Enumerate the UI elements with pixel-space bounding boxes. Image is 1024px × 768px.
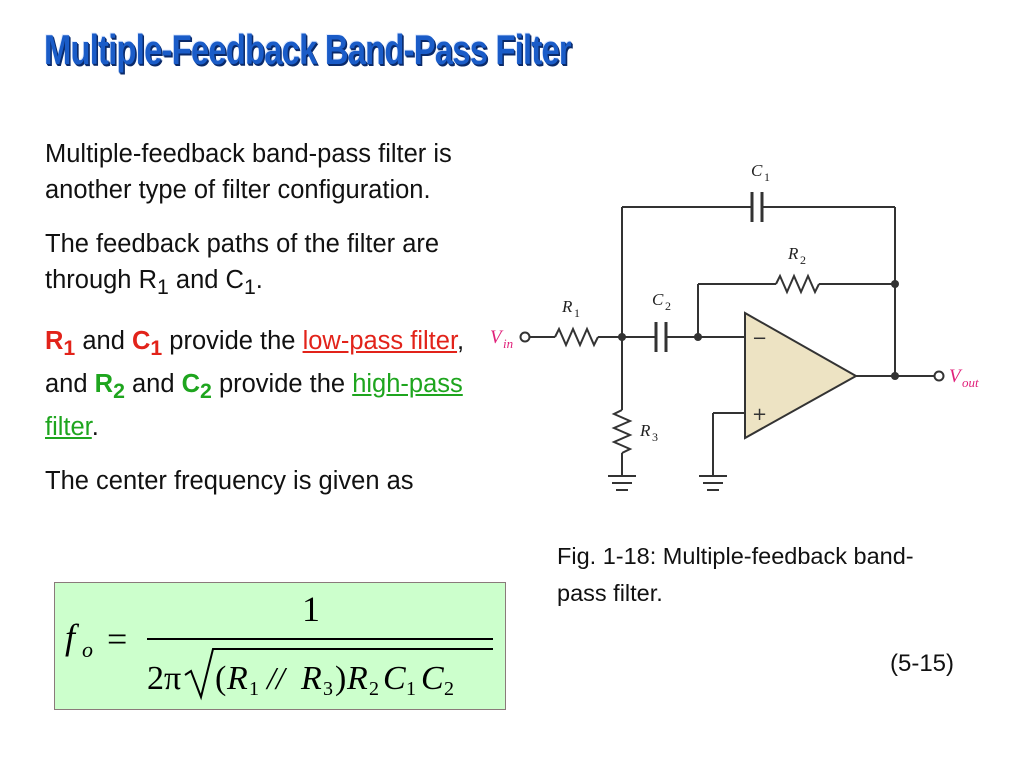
junction-dot (618, 333, 626, 341)
formula-c1-sub: 1 (406, 678, 416, 700)
subscript: 2 (113, 379, 125, 404)
label-r2: R (787, 244, 799, 263)
text-fragment: . (91, 413, 99, 442)
text-fragment: and (124, 370, 182, 399)
formula-r1-sub: 1 (249, 678, 259, 700)
label-vin-sub: in (503, 336, 513, 351)
junction-dot (694, 333, 702, 341)
resistor-r2 (775, 273, 820, 295)
body-text: Multiple-feedback band-pass filter is an… (45, 136, 465, 517)
r2-highlight: R2 (94, 370, 125, 403)
opamp-plus-sign: + (752, 404, 767, 425)
text-fragment: provide the (162, 327, 303, 356)
formula-c1: C (383, 660, 406, 697)
band-pass-filter-schematic: C 1 R 2 C 2 R 1 R 3 V in V out − + (490, 161, 979, 491)
text-fragment: provide the (211, 370, 353, 399)
formula-r2: R (346, 660, 368, 697)
label-c2-sub: 2 (665, 299, 671, 313)
subscript: 2 (200, 379, 212, 404)
slide-title: Multiple-Feedback Band-Pass Filter (44, 26, 572, 73)
formula-box: f o = 1 2π ( R 1 // R 3 ) R 2 C 1 C 2 (54, 582, 506, 710)
r2-letter: R (94, 370, 114, 399)
opamp-minus-sign: − (752, 328, 767, 349)
junction-dot (891, 280, 899, 288)
text-fragment: The feedback paths of the filter are thr… (45, 230, 440, 294)
c2-highlight: C2 (181, 370, 212, 403)
high-pass-filter-term: high-pass filter (45, 370, 463, 442)
label-r1: R (561, 297, 573, 316)
figure-caption: Fig. 1-18: Multiple-feedback band-pass f… (557, 543, 914, 606)
formula-f: f (65, 617, 80, 657)
c1-letter: C (131, 327, 151, 356)
close-paren: ) (335, 660, 346, 697)
low-pass-filter-term: low-pass filter (302, 327, 458, 356)
subscript: 1 (157, 275, 169, 300)
c2-letter: C (181, 370, 201, 399)
formula-equals: = (107, 619, 127, 659)
r1-highlight: R1 (45, 327, 75, 360)
c1-highlight: C1 (131, 327, 162, 360)
vout-terminal (933, 370, 945, 382)
open-paren: ( (215, 660, 226, 697)
paragraph-intro: Multiple-feedback band-pass filter is an… (45, 140, 452, 204)
label-r2-sub: 2 (800, 253, 806, 267)
subscript: 1 (243, 275, 256, 300)
label-vout: V (949, 366, 963, 387)
label-vin: V (490, 327, 504, 348)
subscript: 1 (150, 336, 163, 361)
equation-number: (5-15) (890, 650, 955, 677)
subscript: 1 (63, 336, 76, 361)
formula-r2-sub: 2 (369, 678, 379, 700)
text-fragment: , and (45, 327, 465, 399)
text-fragment: and C (168, 266, 244, 294)
label-r1-sub: 1 (574, 306, 580, 320)
formula-two-pi: 2π (147, 660, 181, 697)
r1-letter: R (45, 327, 64, 356)
formula-r3-sub: 3 (323, 678, 333, 700)
formula-c2: C (421, 660, 444, 697)
label-r3: R (639, 421, 651, 440)
resistor-r3 (611, 409, 633, 454)
label-c1: C (751, 161, 763, 180)
formula-r1: R (226, 660, 248, 697)
center-frequency-formula: f o = 1 2π ( R 1 // R 3 ) R 2 C 1 C 2 (65, 589, 493, 701)
paragraph-center-frequency: The center frequency is given as (45, 467, 414, 496)
junction-dot (891, 372, 899, 380)
op-amp (744, 311, 859, 440)
paragraph-filter-roles: R1 and C1 provide the low-pass filter, a… (45, 323, 465, 445)
resistor-r1 (554, 326, 599, 348)
vin-terminal (519, 331, 531, 343)
formula-numerator: 1 (302, 589, 320, 629)
label-c1-sub: 1 (764, 170, 770, 184)
paragraph-feedback-paths: The feedback paths of the filter are thr… (45, 226, 465, 305)
radical-sign (184, 648, 493, 701)
label-r3-sub: 3 (652, 430, 658, 444)
circuit-diagram: C 1 R 2 C 2 R 1 R 3 V in V out − + (480, 150, 1000, 515)
text-fragment: . (255, 266, 263, 294)
formula-c2-sub: 2 (444, 678, 454, 700)
formula-f-sub: o (82, 637, 93, 662)
formula-r3: R (300, 660, 322, 697)
formula-parallel: // (265, 660, 288, 696)
text-fragment: and (75, 327, 132, 356)
label-vout-sub: out (962, 375, 979, 390)
label-c2: C (652, 290, 664, 309)
